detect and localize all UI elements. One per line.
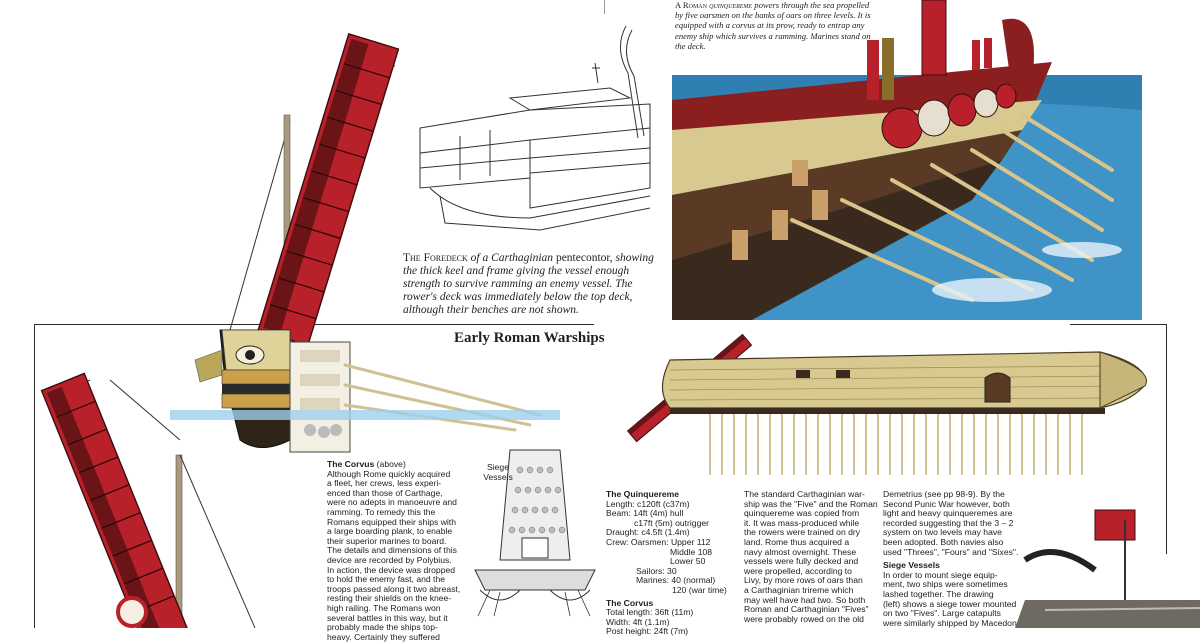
siege-vessels-label: Siege Vessels bbox=[468, 462, 528, 482]
corvus-line: ramming. To remedy this the bbox=[327, 506, 436, 517]
demetrius-line: light and heavy quinqueremes are bbox=[883, 508, 1013, 519]
siege-line: In order to mount siege equip- bbox=[883, 569, 998, 580]
corvus-ship-illustration bbox=[170, 32, 560, 453]
corvus-line: were no adepts in manoeuvre and bbox=[327, 497, 457, 508]
demetrius-line: been adopted. Both navies also bbox=[883, 536, 1004, 547]
corvus-line: Romans equipped their ships with bbox=[327, 516, 456, 527]
siege-line: lashed together. The drawing bbox=[883, 588, 994, 599]
foredeck-caption-italic: Carthaginian bbox=[491, 252, 554, 264]
carthage-line: vessels were fully decked and bbox=[744, 556, 859, 567]
corvus-line: their superior marines to board. bbox=[327, 535, 447, 546]
siege-label-line-2: Vessels bbox=[483, 472, 513, 482]
corvus-line: probably made the ships top- bbox=[327, 622, 438, 633]
spec-line: Beam: 14ft (4m) hull bbox=[606, 508, 684, 519]
quinquereme-caption-rest: powers through the sea propelled by five… bbox=[675, 0, 871, 51]
quinquereme-caption-lead: A Roman bbox=[675, 0, 707, 10]
demetrius-line: system on two levels may have bbox=[883, 527, 1002, 538]
carthage-line: were probably rowed on the old bbox=[744, 613, 864, 624]
frame-right-vertical bbox=[1166, 324, 1167, 554]
siege-heading: Siege Vessels bbox=[883, 560, 940, 571]
spec-line: Length: c120ft (c37m) bbox=[606, 498, 690, 509]
corvus-line: a large boarding plank, to enable bbox=[327, 526, 453, 537]
spec-line: Width: 4ft (1.1m) bbox=[606, 616, 670, 627]
foredeck-caption-word: pentecontor, bbox=[555, 252, 613, 264]
quinquereme-spec-column: The Quinquereme Length: c120ft (c37m) Be… bbox=[606, 489, 741, 637]
section-title: Early Roman Warships bbox=[454, 330, 605, 346]
demetrius-line: Demetrius (see pp 98-9). By the bbox=[883, 489, 1005, 499]
corvus-heading-note: (above) bbox=[376, 459, 406, 469]
corvus-line: Although Rome quickly acquired bbox=[327, 468, 451, 479]
corvus-line: high railing. The Romans won bbox=[327, 602, 441, 613]
carthage-line: were propelled, according to bbox=[744, 565, 852, 576]
corvus-line: several battles in this way, but it bbox=[327, 612, 448, 623]
corvus-line: troops passed along it two abreast, bbox=[327, 583, 461, 594]
frame-top-left-vertical bbox=[34, 324, 35, 628]
carthage-line: quinquereme was copied from bbox=[744, 508, 860, 519]
demetrius-line: Second Punic War however, both bbox=[883, 498, 1010, 509]
demetrius-line: used "Threes", "Fours" and "Sixes". bbox=[883, 546, 1019, 557]
corvus-heading: The Corvus bbox=[327, 459, 375, 469]
demetrius-line: recorded suggesting that the 3 – 2 bbox=[883, 517, 1014, 528]
quinquereme-side-view bbox=[626, 333, 1147, 475]
carthage-line: The standard Carthaginian war- bbox=[744, 489, 865, 499]
siege-tower-drawing bbox=[474, 449, 596, 617]
corvus-line: a fleet, her crews, less experi- bbox=[327, 478, 442, 489]
spec-line: Post height: 24ft (7m) bbox=[606, 626, 689, 637]
siege-label-line-1: Siege bbox=[487, 462, 509, 472]
siege-line: (left) shows a siege tower mounted bbox=[883, 598, 1017, 609]
spec-line: Middle 108 bbox=[670, 546, 713, 557]
foredeck-caption: The Foredeck of a Carthaginian pentecont… bbox=[403, 252, 668, 317]
corvus-line: heavy. Certainly they suffered bbox=[327, 631, 440, 642]
pentecontor-foredeck-drawing bbox=[419, 25, 651, 231]
corvus-text-column: The Corvus (above) Although Rome quickly… bbox=[327, 459, 467, 642]
spec-line: Draught: c4.5ft (1.4m) bbox=[606, 527, 690, 538]
carthage-line: navy almost overnight. These bbox=[744, 546, 857, 557]
corvus-line: resting their shields on the knee- bbox=[327, 593, 452, 604]
frame-top-horizontal-right bbox=[1070, 324, 1166, 325]
spec-line: Sailors: 30 bbox=[636, 565, 677, 576]
carthage-line: a Carthaginian trireme which bbox=[744, 584, 854, 595]
spec-line: Crew: Oarsmen: Upper 112 bbox=[606, 536, 711, 547]
carthage-line: Roman and Carthaginian "Fives" bbox=[744, 604, 869, 615]
spec-line: c17ft (5m) outrigger bbox=[634, 517, 709, 528]
quinquereme-painting bbox=[672, 0, 1142, 320]
corvus-line: device are recorded by Polybius. bbox=[327, 554, 452, 565]
spec-line: 120 (war time) bbox=[672, 584, 727, 595]
corvus-line: The details and dimensions of this bbox=[327, 545, 457, 556]
siege-line: were similarly shipped by Macedon bbox=[883, 617, 1017, 628]
carthage-line: ship was the "Five" and the Roman bbox=[744, 498, 878, 509]
frame-mid-vertical bbox=[604, 0, 605, 14]
carthaginian-text-column: The standard Carthaginian war- ship was … bbox=[744, 489, 879, 624]
corvus-lowered-illustration bbox=[40, 372, 256, 628]
carthage-line: it. It was mass-produced while bbox=[744, 517, 860, 528]
corvus-line: In action, the device was dropped bbox=[327, 564, 456, 575]
foredeck-caption-lead: The Foredeck bbox=[403, 252, 468, 264]
carthage-line: Livy, by more rows of oars than bbox=[744, 575, 863, 586]
carthage-line: land. Rome thus acquired a bbox=[744, 536, 850, 547]
spec-line: Marines: 40 (normal) bbox=[636, 575, 716, 586]
carthage-line: the rowers were trained on dry bbox=[744, 527, 861, 538]
quinquereme-caption-italic: quinquereme bbox=[709, 0, 753, 10]
siege-line: ment, two ships were sometimes bbox=[883, 579, 1008, 590]
corvus-line: enced than those of Carthage, bbox=[327, 487, 443, 498]
foredeck-caption-of: of a bbox=[470, 252, 489, 264]
quinquereme-spec-heading: The Quinquereme bbox=[606, 489, 680, 499]
demetrius-text-column: Demetrius (see pp 98-9). By the Second P… bbox=[883, 489, 1023, 628]
spec-line: Total length: 36ft (11m) bbox=[606, 607, 694, 618]
spec-line: Lower 50 bbox=[670, 556, 706, 567]
quinquereme-caption: A Roman quinquereme powers through the s… bbox=[675, 0, 875, 51]
corvus-line: to hold the enemy fast, and the bbox=[327, 574, 446, 585]
corvus-spec-heading: The Corvus bbox=[606, 597, 654, 608]
foredeck-caption-rest: showing the thick keel and frame giving … bbox=[403, 252, 654, 316]
carthage-line: may well have had two. So both bbox=[744, 594, 866, 605]
siege-ship-fragment bbox=[1015, 509, 1200, 628]
siege-line: on two "Fives". Large catapults bbox=[883, 608, 1001, 619]
